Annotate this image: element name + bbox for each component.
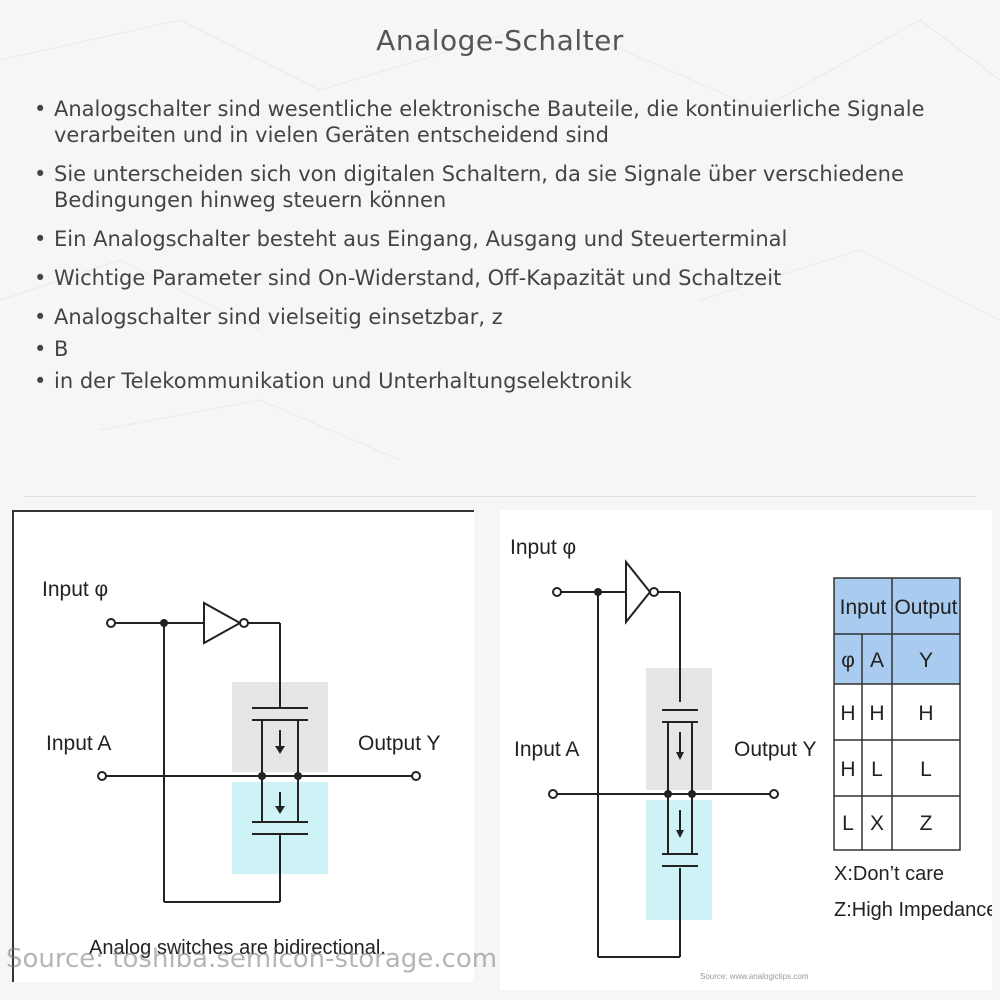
left-circuit-diagram: Input φ Input A Output Y Analog switches…: [42, 578, 441, 959]
source-watermark: Source: toshiba.semicon-storage.com: [6, 944, 498, 974]
table-column-header: Y: [919, 649, 933, 672]
bullet-item: Ein Analogschalter besteht aus Eingang, …: [34, 226, 954, 252]
table-cell: H: [918, 702, 933, 725]
table-cell: H: [840, 758, 855, 781]
table-cell: L: [842, 812, 854, 835]
table-cell: X: [870, 812, 884, 835]
left-circuit-figure: Input φ Input A Output Y Analog switches…: [12, 510, 474, 982]
table-cell: H: [840, 702, 855, 725]
table-group-header: Output: [894, 596, 957, 619]
label-output-y: Output Y: [358, 732, 441, 755]
label-input-phi: Input φ: [510, 536, 576, 559]
table-group-header: Input: [840, 596, 887, 619]
bullet-list: Analogschalter sind wesentliche elektron…: [34, 96, 954, 407]
page-title: Analoge-Schalter: [376, 24, 624, 57]
truth-table: Input Output φ A Y H H H H L L L X Z: [833, 577, 961, 851]
source-small-credit: Source: www.analogictips.com: [700, 972, 809, 981]
figure-caption: Analog switches are bidirectional.: [89, 937, 386, 959]
bullet-item: Analogschalter sind wesentliche elektron…: [34, 96, 954, 148]
table-column-header: φ: [841, 649, 855, 672]
note-high-impedance: Z:High Impedance: [834, 899, 992, 921]
label-input-a: Input A: [514, 738, 579, 761]
table-cell: H: [869, 702, 884, 725]
bullet-item: B: [34, 336, 954, 362]
section-divider: [24, 496, 976, 497]
bullet-item: Sie unterscheiden sich von digitalen Sch…: [34, 161, 954, 213]
note-dont-care: X:Don’t care: [834, 863, 944, 885]
table-cell: L: [920, 758, 932, 781]
table-cell: L: [871, 758, 883, 781]
table-column-header: A: [870, 649, 884, 672]
right-circuit-figure: Input φ Input A Output Y Input Output φ …: [500, 510, 997, 990]
bullet-item: in der Telekommunikation und Unterhaltun…: [34, 368, 954, 394]
label-input-a: Input A: [46, 732, 111, 755]
bullet-item: Wichtige Parameter sind On-Widerstand, O…: [34, 265, 954, 291]
right-circuit-diagram: Input φ Input A Output Y Input Output φ …: [510, 536, 997, 958]
bullet-item: Analogschalter sind vielseitig einsetzba…: [34, 304, 954, 330]
label-input-phi: Input φ: [42, 578, 108, 601]
label-output-y: Output Y: [734, 738, 817, 761]
table-cell: Z: [920, 812, 933, 835]
